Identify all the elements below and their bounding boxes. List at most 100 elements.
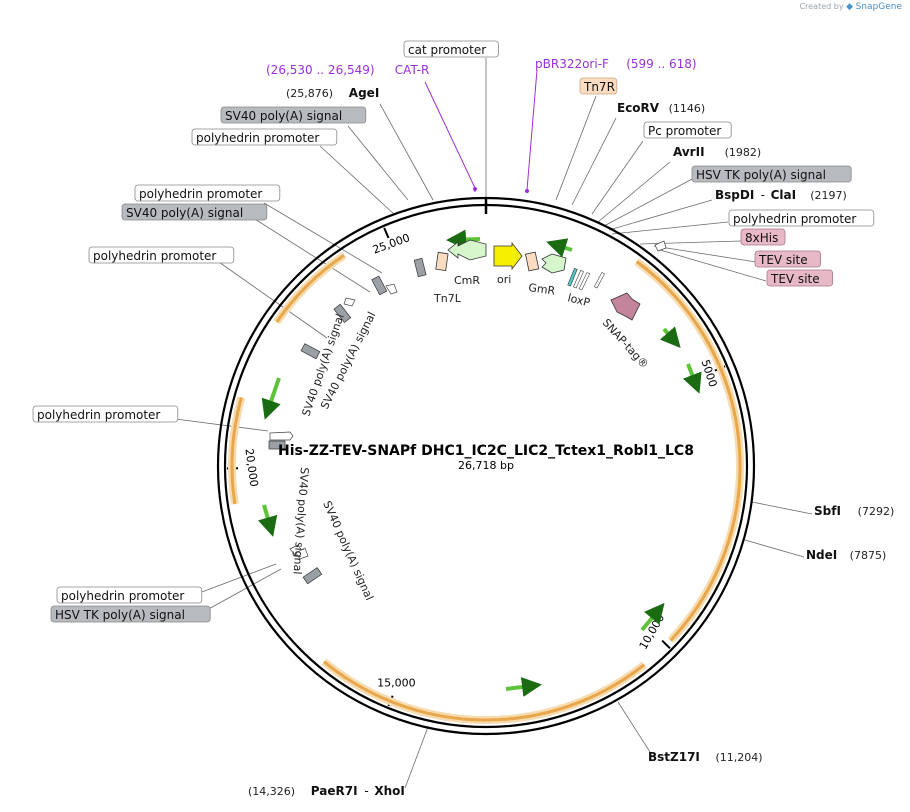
pbr-primer-mark (525, 189, 529, 193)
enzyme-position: (1146) (669, 102, 706, 115)
label-polh-4[interactable]: polyhedrin promoter (88, 246, 235, 264)
label-polh-3[interactable]: polyhedrin promoter (728, 209, 875, 227)
feature-name: SV40 poly(A) signal (126, 206, 243, 220)
credit-prefix: Created by (799, 2, 844, 11)
map-length: 26,718 bp (458, 459, 514, 472)
enzyme-separator: - (761, 188, 765, 202)
enzyme-name: EcoRV (617, 101, 660, 115)
feature-name: polyhedrin promoter (733, 212, 856, 226)
label-sv40-1[interactable]: SV40 poly(A) signal (220, 106, 367, 124)
sv40-inner-label-4: SV40 poly(A) signal (320, 499, 376, 602)
feature-name: 8xHis (745, 231, 778, 245)
feature-name: polyhedrin promoter (196, 131, 319, 145)
label-sbfi[interactable]: SbfI(7292) (814, 504, 894, 518)
orf-arc (635, 260, 742, 642)
orf-arc (323, 660, 646, 722)
tick-label: 20,000 (242, 448, 260, 488)
primer-name: pBR322ori-F (535, 57, 609, 71)
gmr-feature[interactable] (541, 253, 567, 274)
label-box (403, 40, 499, 58)
label-agei[interactable]: (25,876)AgeI (286, 86, 379, 100)
label-tev-1[interactable]: TEV site (754, 250, 821, 268)
catr-primer-mark (473, 187, 477, 191)
enzyme-position: (1982) (725, 146, 762, 159)
label-box (728, 209, 875, 227)
leader-lines (159, 58, 813, 789)
label-box (579, 77, 618, 95)
label-box (134, 184, 281, 202)
enzyme-position: (25,876) (286, 87, 333, 100)
label-polh-5[interactable]: polyhedrin promoter (32, 405, 179, 423)
label-tev-2[interactable]: TEV site (766, 269, 833, 287)
feature-name: polyhedrin promoter (93, 249, 216, 263)
polya-markers (268, 257, 427, 585)
snapgene-logo-icon: ◆ (846, 2, 854, 12)
map-title: His-ZZ-TEV-SNAPf DHC1_IC2C_LIC2_Tctex1_R… (278, 443, 694, 459)
cmr-label: CmR (454, 274, 480, 287)
label-polh-2[interactable]: polyhedrin promoter (134, 184, 281, 202)
label-box (220, 106, 367, 124)
feature-name: HSV TK poly(A) signal (55, 608, 185, 622)
feature-name: polyhedrin promoter (37, 408, 160, 422)
label-his8[interactable]: 8xHis (740, 228, 786, 246)
tick-label: 15,000 (377, 676, 416, 689)
feature-name: HSV TK poly(A) signal (696, 168, 826, 182)
label-avrii[interactable]: AvrII(1982) (673, 145, 761, 159)
loxp-label: loxP (566, 291, 591, 309)
orf-arc (275, 254, 346, 323)
enzyme-name-2: XhoI (374, 784, 405, 798)
snap-tag-feature[interactable] (610, 292, 641, 321)
label-layer: cat promoter (26,530 .. 26,549)CAT-R pBR32… (32, 40, 894, 798)
loxp-feature[interactable] (567, 267, 605, 291)
feature-name: Pc promoter (648, 124, 721, 138)
label-box (50, 605, 211, 623)
label-box (191, 128, 338, 146)
label-box (691, 165, 852, 183)
feature-name: polyhedrin promoter (61, 589, 184, 603)
label-box (766, 269, 833, 287)
snapgene-credit: Created by ◆ SnapGene (800, 2, 902, 12)
enzyme-position: (7292) (858, 505, 895, 518)
ori-label: ori (497, 273, 511, 286)
label-box (643, 121, 732, 139)
label-paer7i[interactable]: (14,326)PaeR7I-XhoI (248, 784, 405, 798)
label-bspdi[interactable]: BspDI-ClaI(2197) (715, 188, 847, 202)
tn7r-feature[interactable] (524, 251, 540, 272)
enzyme-position: (7875) (850, 549, 887, 562)
label-box (56, 586, 203, 604)
feature-name: TEV site (770, 272, 820, 286)
label-box (740, 228, 786, 246)
label-cat-promoter[interactable]: cat promoter (403, 40, 499, 58)
tn7l-feature[interactable] (435, 251, 449, 272)
ori-feature[interactable] (493, 241, 523, 271)
primer-leaders (424, 69, 538, 193)
label-catr[interactable]: (26,530 .. 26,549)CAT-R (266, 63, 429, 77)
gmr-label: GmR (528, 281, 557, 298)
enzyme-name: BspDI (715, 188, 754, 202)
orf-arc (230, 397, 243, 505)
label-hsvtk-1[interactable]: HSV TK poly(A) signal (691, 165, 852, 183)
primer-position: (599 .. 618) (626, 57, 696, 71)
enzyme-name: NdeI (806, 548, 837, 562)
promoter-glyphs (269, 240, 667, 560)
label-sv40-2[interactable]: SV40 poly(A) signal (121, 203, 268, 221)
label-ecorv[interactable]: EcoRV (1146) (617, 101, 705, 115)
feature-name: TEV site (758, 253, 808, 267)
label-polh-6[interactable]: polyhedrin promoter (56, 586, 203, 604)
enzyme-name: BstZ17I (648, 750, 700, 764)
enzyme-position: (14,326) (248, 785, 295, 798)
label-box (88, 246, 235, 264)
label-polh-1[interactable]: polyhedrin promoter (191, 128, 338, 146)
label-pc[interactable]: Pc promoter (643, 121, 732, 139)
enzyme-name: PaeR7I (311, 784, 358, 798)
label-bstz[interactable]: BstZ17I(11,204) (648, 750, 763, 764)
label-pbr[interactable]: pBR322ori-F (599 .. 618) (535, 57, 697, 71)
cmr-feature[interactable] (447, 239, 487, 261)
label-tn7r[interactable]: Tn7R (579, 77, 618, 95)
tick-label: 25,000 (371, 231, 412, 256)
feature-name: Tn7R (583, 80, 615, 94)
label-hsvtk-2[interactable]: HSV TK poly(A) signal (50, 605, 211, 623)
label-box (121, 203, 268, 221)
label-ndei[interactable]: NdeI (7875) (806, 548, 886, 562)
